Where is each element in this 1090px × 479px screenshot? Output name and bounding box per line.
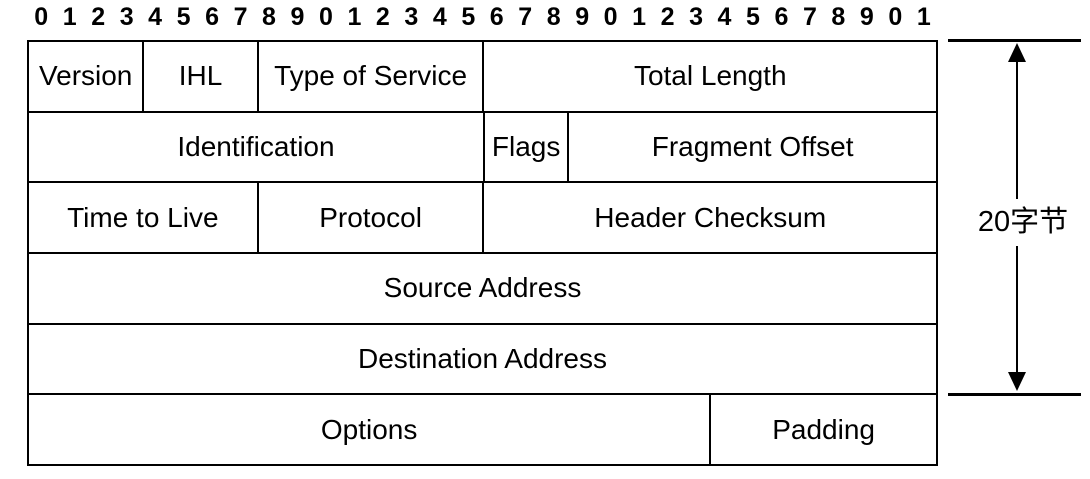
bracket-top-line bbox=[948, 39, 1081, 42]
field-total-length: Total Length bbox=[482, 42, 936, 111]
field-ihl: IHL bbox=[142, 42, 256, 111]
bit-digit: 9 bbox=[290, 3, 305, 31]
bit-digit: 8 bbox=[546, 3, 561, 31]
field-type-of-service-label: Type of Service bbox=[274, 60, 468, 92]
bit-digit: 1 bbox=[916, 3, 931, 31]
field-source-address-label: Source Address bbox=[383, 272, 582, 304]
field-flags-label: Flags bbox=[491, 131, 561, 162]
field-options-label: Options bbox=[320, 413, 418, 445]
field-destination-address-label: Destination Address bbox=[357, 343, 608, 375]
bit-digit: 7 bbox=[233, 3, 248, 31]
field-identification: Identification bbox=[29, 113, 483, 182]
header-row-2: Identification Flags Fragment Offset bbox=[29, 110, 936, 182]
field-protocol-label: Protocol bbox=[319, 201, 422, 233]
header-row-3: Time to Live Protocol Header Checksum bbox=[29, 181, 936, 253]
field-source-address: Source Address bbox=[29, 254, 936, 323]
bit-digit: 0 bbox=[34, 3, 49, 31]
arrow-up-icon bbox=[1008, 43, 1026, 62]
bit-digit: 9 bbox=[859, 3, 874, 31]
field-total-length-label: Total Length bbox=[633, 60, 787, 92]
bracket-bottom-line bbox=[948, 393, 1081, 396]
bit-digit: 0 bbox=[603, 3, 618, 31]
arrow-down-icon bbox=[1008, 372, 1026, 391]
bit-digit: 8 bbox=[831, 3, 846, 31]
bit-digit: 6 bbox=[489, 3, 504, 31]
field-fragment-offset: Fragment Offset bbox=[567, 112, 936, 182]
bit-digit: 2 bbox=[91, 3, 106, 31]
bit-digit: 3 bbox=[119, 3, 134, 31]
field-options: Options bbox=[29, 395, 709, 464]
bit-digit: 6 bbox=[774, 3, 789, 31]
bit-digit: 5 bbox=[176, 3, 191, 31]
bit-digit: 4 bbox=[432, 3, 447, 31]
field-padding: Padding bbox=[709, 395, 936, 465]
field-fragment-offset-label: Fragment Offset bbox=[651, 131, 854, 162]
bit-digit: 5 bbox=[461, 3, 476, 31]
field-version: Version bbox=[29, 42, 142, 111]
field-identification-label: Identification bbox=[177, 131, 335, 162]
field-flags: Flags bbox=[482, 112, 567, 182]
field-padding-label: Padding bbox=[772, 413, 875, 445]
header-size-label: 20字节 bbox=[963, 199, 1083, 246]
bit-digit: 3 bbox=[689, 3, 703, 31]
header-row-1: Version IHL Type of Service Total Length bbox=[29, 42, 936, 111]
bit-digit: 4 bbox=[148, 3, 163, 31]
bit-digit: 8 bbox=[262, 3, 276, 31]
field-time-to-live: Time to Live bbox=[29, 183, 257, 252]
field-type-of-service: Type of Service bbox=[256, 42, 483, 111]
field-protocol: Protocol bbox=[256, 183, 483, 253]
field-ihl-label: IHL bbox=[178, 60, 223, 92]
bit-digit: 4 bbox=[717, 3, 732, 31]
bit-digit: 9 bbox=[575, 3, 590, 31]
bit-digit: 2 bbox=[375, 3, 390, 31]
field-time-to-live-label: Time to Live bbox=[67, 201, 219, 233]
ipv4-header-table: Version IHL Type of Service Total Length… bbox=[27, 40, 938, 466]
bit-digit: 1 bbox=[347, 3, 362, 31]
header-row-4: Source Address bbox=[29, 252, 936, 323]
header-row-6: Options Padding bbox=[29, 393, 936, 465]
bit-digit: 6 bbox=[205, 3, 219, 31]
bit-digit: 2 bbox=[660, 3, 675, 31]
bit-digit: 3 bbox=[404, 3, 419, 31]
bit-digit: 7 bbox=[802, 3, 817, 31]
bit-digit: 7 bbox=[518, 3, 533, 31]
bit-digit: 0 bbox=[318, 3, 333, 31]
bit-digit: 1 bbox=[62, 3, 77, 31]
bit-digit: 5 bbox=[746, 3, 760, 31]
field-version-label: Version bbox=[38, 60, 133, 92]
header-row-5: Destination Address bbox=[29, 322, 936, 394]
field-destination-address: Destination Address bbox=[29, 325, 936, 394]
bit-digit: 1 bbox=[632, 3, 647, 31]
bit-digit: 0 bbox=[888, 3, 903, 31]
field-header-checksum: Header Checksum bbox=[482, 183, 936, 253]
field-header-checksum-label: Header Checksum bbox=[594, 201, 827, 233]
